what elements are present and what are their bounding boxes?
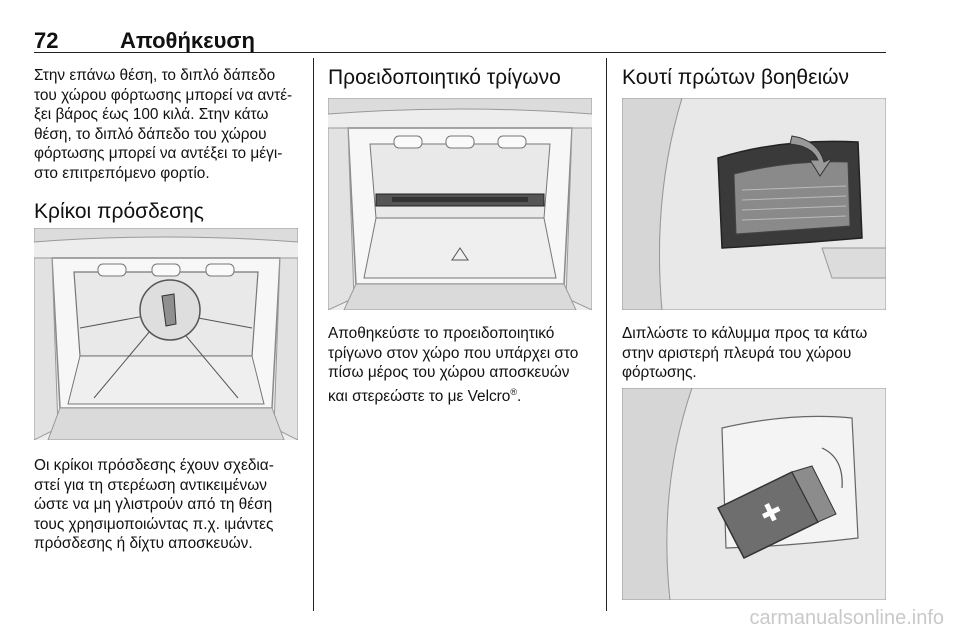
warning-triangle-paragraph: Αποθηκεύστε το προειδοποιητικό τρίγωνο σ…: [328, 324, 600, 407]
text-line: φόρτωσης.: [622, 364, 697, 382]
text-line: τρίγωνο στον χώρο που υπάρχει στο: [328, 344, 579, 362]
page-header: 72 Αποθήκευση: [34, 22, 886, 53]
lashing-eyes-paragraph: Οι κρίκοι πρόσδεσης έχουν σχεδια- στεί γ…: [34, 456, 304, 554]
text-line: στην αριστερή πλευρά του χώρου: [622, 344, 852, 362]
text-line: τους χρησιμοποιώντας π.χ. ιμάντες: [34, 515, 274, 533]
text-fragment: .: [517, 387, 522, 405]
page-number: 72: [34, 28, 59, 53]
column-divider-1: [313, 58, 314, 611]
first-aid-cover-illustration: [622, 98, 886, 310]
text-line: στο επιτρεπόμενο φορτίο.: [34, 164, 210, 182]
text-line: ώστε να μη γλιστρούν από τη θέση: [34, 496, 273, 514]
text-line: Στην επάνω θέση, το διπλό δάπεδο: [34, 67, 276, 84]
section-heading-lashing-eyes: Κρίκοι πρόσδεσης: [34, 200, 204, 223]
column-divider-2: [606, 58, 607, 611]
text-line: Διπλώστε το κάλυμμα προς τα κάτω: [622, 325, 868, 342]
text-line: στεί για τη στερέωση αντικειμένων: [34, 476, 267, 494]
chapter-title: Αποθήκευση: [120, 28, 255, 53]
text-line: πίσω μέρος του χώρου αποσκευών: [328, 364, 570, 382]
first-aid-kit-illustration: [622, 388, 886, 600]
text-line: θέση, το διπλό δάπεδο του χώρου: [34, 125, 267, 143]
warning-triangle-illustration: [328, 98, 592, 310]
text-fragment: και στερεώστε το με Velcro: [328, 387, 511, 405]
text-line: και στερεώστε το με Velcro®.: [328, 383, 600, 407]
registered-mark: ®: [510, 386, 518, 397]
text-line: του χώρου φόρτωσης μπορεί να αντέ-: [34, 86, 293, 104]
lashing-eyes-illustration: [34, 228, 298, 440]
text-line: ξει βάρος έως 100 κιλά. Στην κάτω: [34, 106, 269, 124]
text-line: φόρτωσης μπορεί να αντέξει το μέγι-: [34, 145, 283, 163]
text-line: πρόσδεσης ή δίχτυ αποσκευών.: [34, 535, 253, 553]
watermark-text: carmanualsonline.info: [749, 607, 944, 629]
section-heading-first-aid-kit: Κουτί πρώτων βοηθειών: [622, 66, 850, 89]
text-line: Αποθηκεύστε το προειδοποιητικό: [328, 325, 555, 342]
section-heading-warning-triangle: Προειδοποιητικό τρίγωνο: [328, 66, 561, 89]
text-line: Οι κρίκοι πρόσδεσης έχουν σχεδια-: [34, 457, 274, 474]
intro-paragraph: Στην επάνω θέση, το διπλό δάπεδο του χώρ…: [34, 66, 304, 184]
first-aid-paragraph: Διπλώστε το κάλυμμα προς τα κάτω στην αρ…: [622, 324, 892, 383]
